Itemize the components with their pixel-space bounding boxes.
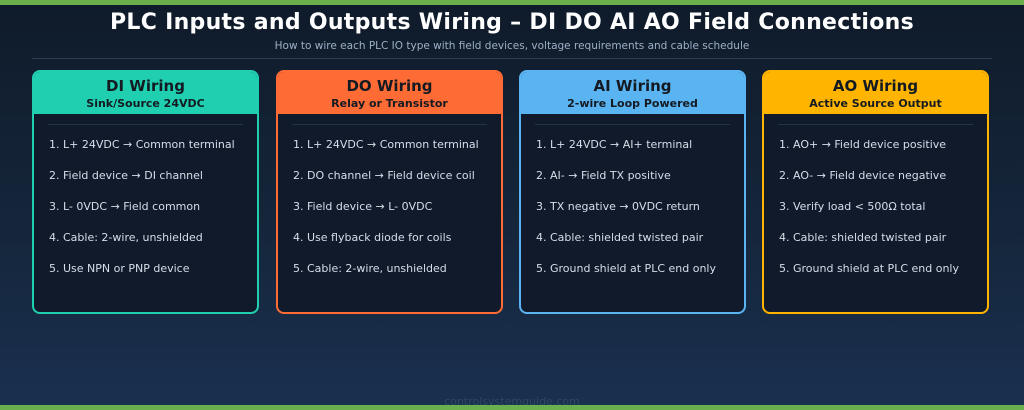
step-item: 5. Cable: 2-wire, unshielded [293, 262, 447, 275]
step-item: 4. Cable: 2-wire, unshielded [49, 231, 203, 244]
card-subtitle: Sink/Source 24VDC [86, 97, 205, 110]
step-item: 3. TX negative → 0VDC return [536, 200, 700, 213]
bottom-accent-bar [0, 405, 1024, 410]
card-subtitle: Relay or Transistor [331, 97, 448, 110]
card-di-wiring: DI Wiring Sink/Source 24VDC 1. L+ 24VDC … [32, 70, 259, 314]
step-item: 4. Cable: shielded twisted pair [536, 231, 704, 244]
footer-watermark: controlsystemguide.com [444, 395, 580, 408]
step-item: 5. Use NPN or PNP device [49, 262, 190, 275]
step-item: 2. AI- → Field TX positive [536, 169, 671, 182]
card-divider [292, 124, 487, 125]
step-item: 5. Ground shield at PLC end only [536, 262, 716, 275]
card-title: DI Wiring [106, 77, 185, 95]
step-item: 1. L+ 24VDC → Common terminal [293, 138, 479, 151]
card-title: AI Wiring [593, 77, 672, 95]
step-item: 3. Field device → L- 0VDC [293, 200, 433, 213]
step-item: 1. L+ 24VDC → AI+ terminal [536, 138, 693, 151]
step-item: 1. AO+ → Field device positive [779, 138, 947, 151]
card-header: AI Wiring 2-wire Loop Powered [521, 72, 744, 114]
header-divider [32, 58, 992, 59]
page-title: PLC Inputs and Outputs Wiring – DI DO AI… [109, 10, 915, 35]
step-item: 2. Field device → DI channel [49, 169, 203, 182]
card-subtitle: Active Source Output [809, 97, 942, 110]
step-item: 3. L- 0VDC → Field common [49, 200, 201, 213]
card-ao-wiring: AO Wiring Active Source Output 1. AO+ → … [762, 70, 989, 314]
card-title: AO Wiring [832, 77, 919, 95]
step-item: 2. DO channel → Field device coil [293, 169, 475, 182]
step-item: 2. AO- → Field device negative [779, 169, 947, 182]
page-subtitle: How to wire each PLC IO type with field … [274, 40, 750, 52]
card-header: DI Wiring Sink/Source 24VDC [34, 72, 257, 114]
step-item: 3. Verify load < 500Ω total [779, 200, 926, 213]
step-item: 1. L+ 24VDC → Common terminal [49, 138, 235, 151]
card-do-wiring: DO Wiring Relay or Transistor 1. L+ 24VD… [276, 70, 503, 314]
card-header: AO Wiring Active Source Output [764, 72, 987, 114]
card-header: DO Wiring Relay or Transistor [278, 72, 501, 114]
card-subtitle: 2-wire Loop Powered [567, 97, 698, 110]
step-list: 1. AO+ → Field device positive 2. AO- → … [764, 137, 987, 292]
step-list: 1. L+ 24VDC → AI+ terminal 2. AI- → Fiel… [521, 137, 744, 292]
top-accent-bar [0, 0, 1024, 5]
wiring-cards: DI Wiring Sink/Source 24VDC 1. L+ 24VDC … [32, 70, 992, 318]
card-title: DO Wiring [346, 77, 433, 95]
card-divider [535, 124, 730, 125]
step-item: 4. Cable: shielded twisted pair [779, 231, 947, 244]
card-divider [48, 124, 243, 125]
card-divider [778, 124, 973, 125]
step-list: 1. L+ 24VDC → Common terminal 2. Field d… [34, 137, 257, 292]
card-ai-wiring: AI Wiring 2-wire Loop Powered 1. L+ 24VD… [519, 70, 746, 314]
step-list: 1. L+ 24VDC → Common terminal 2. DO chan… [278, 137, 501, 292]
step-item: 5. Ground shield at PLC end only [779, 262, 959, 275]
step-item: 4. Use flyback diode for coils [293, 231, 452, 244]
